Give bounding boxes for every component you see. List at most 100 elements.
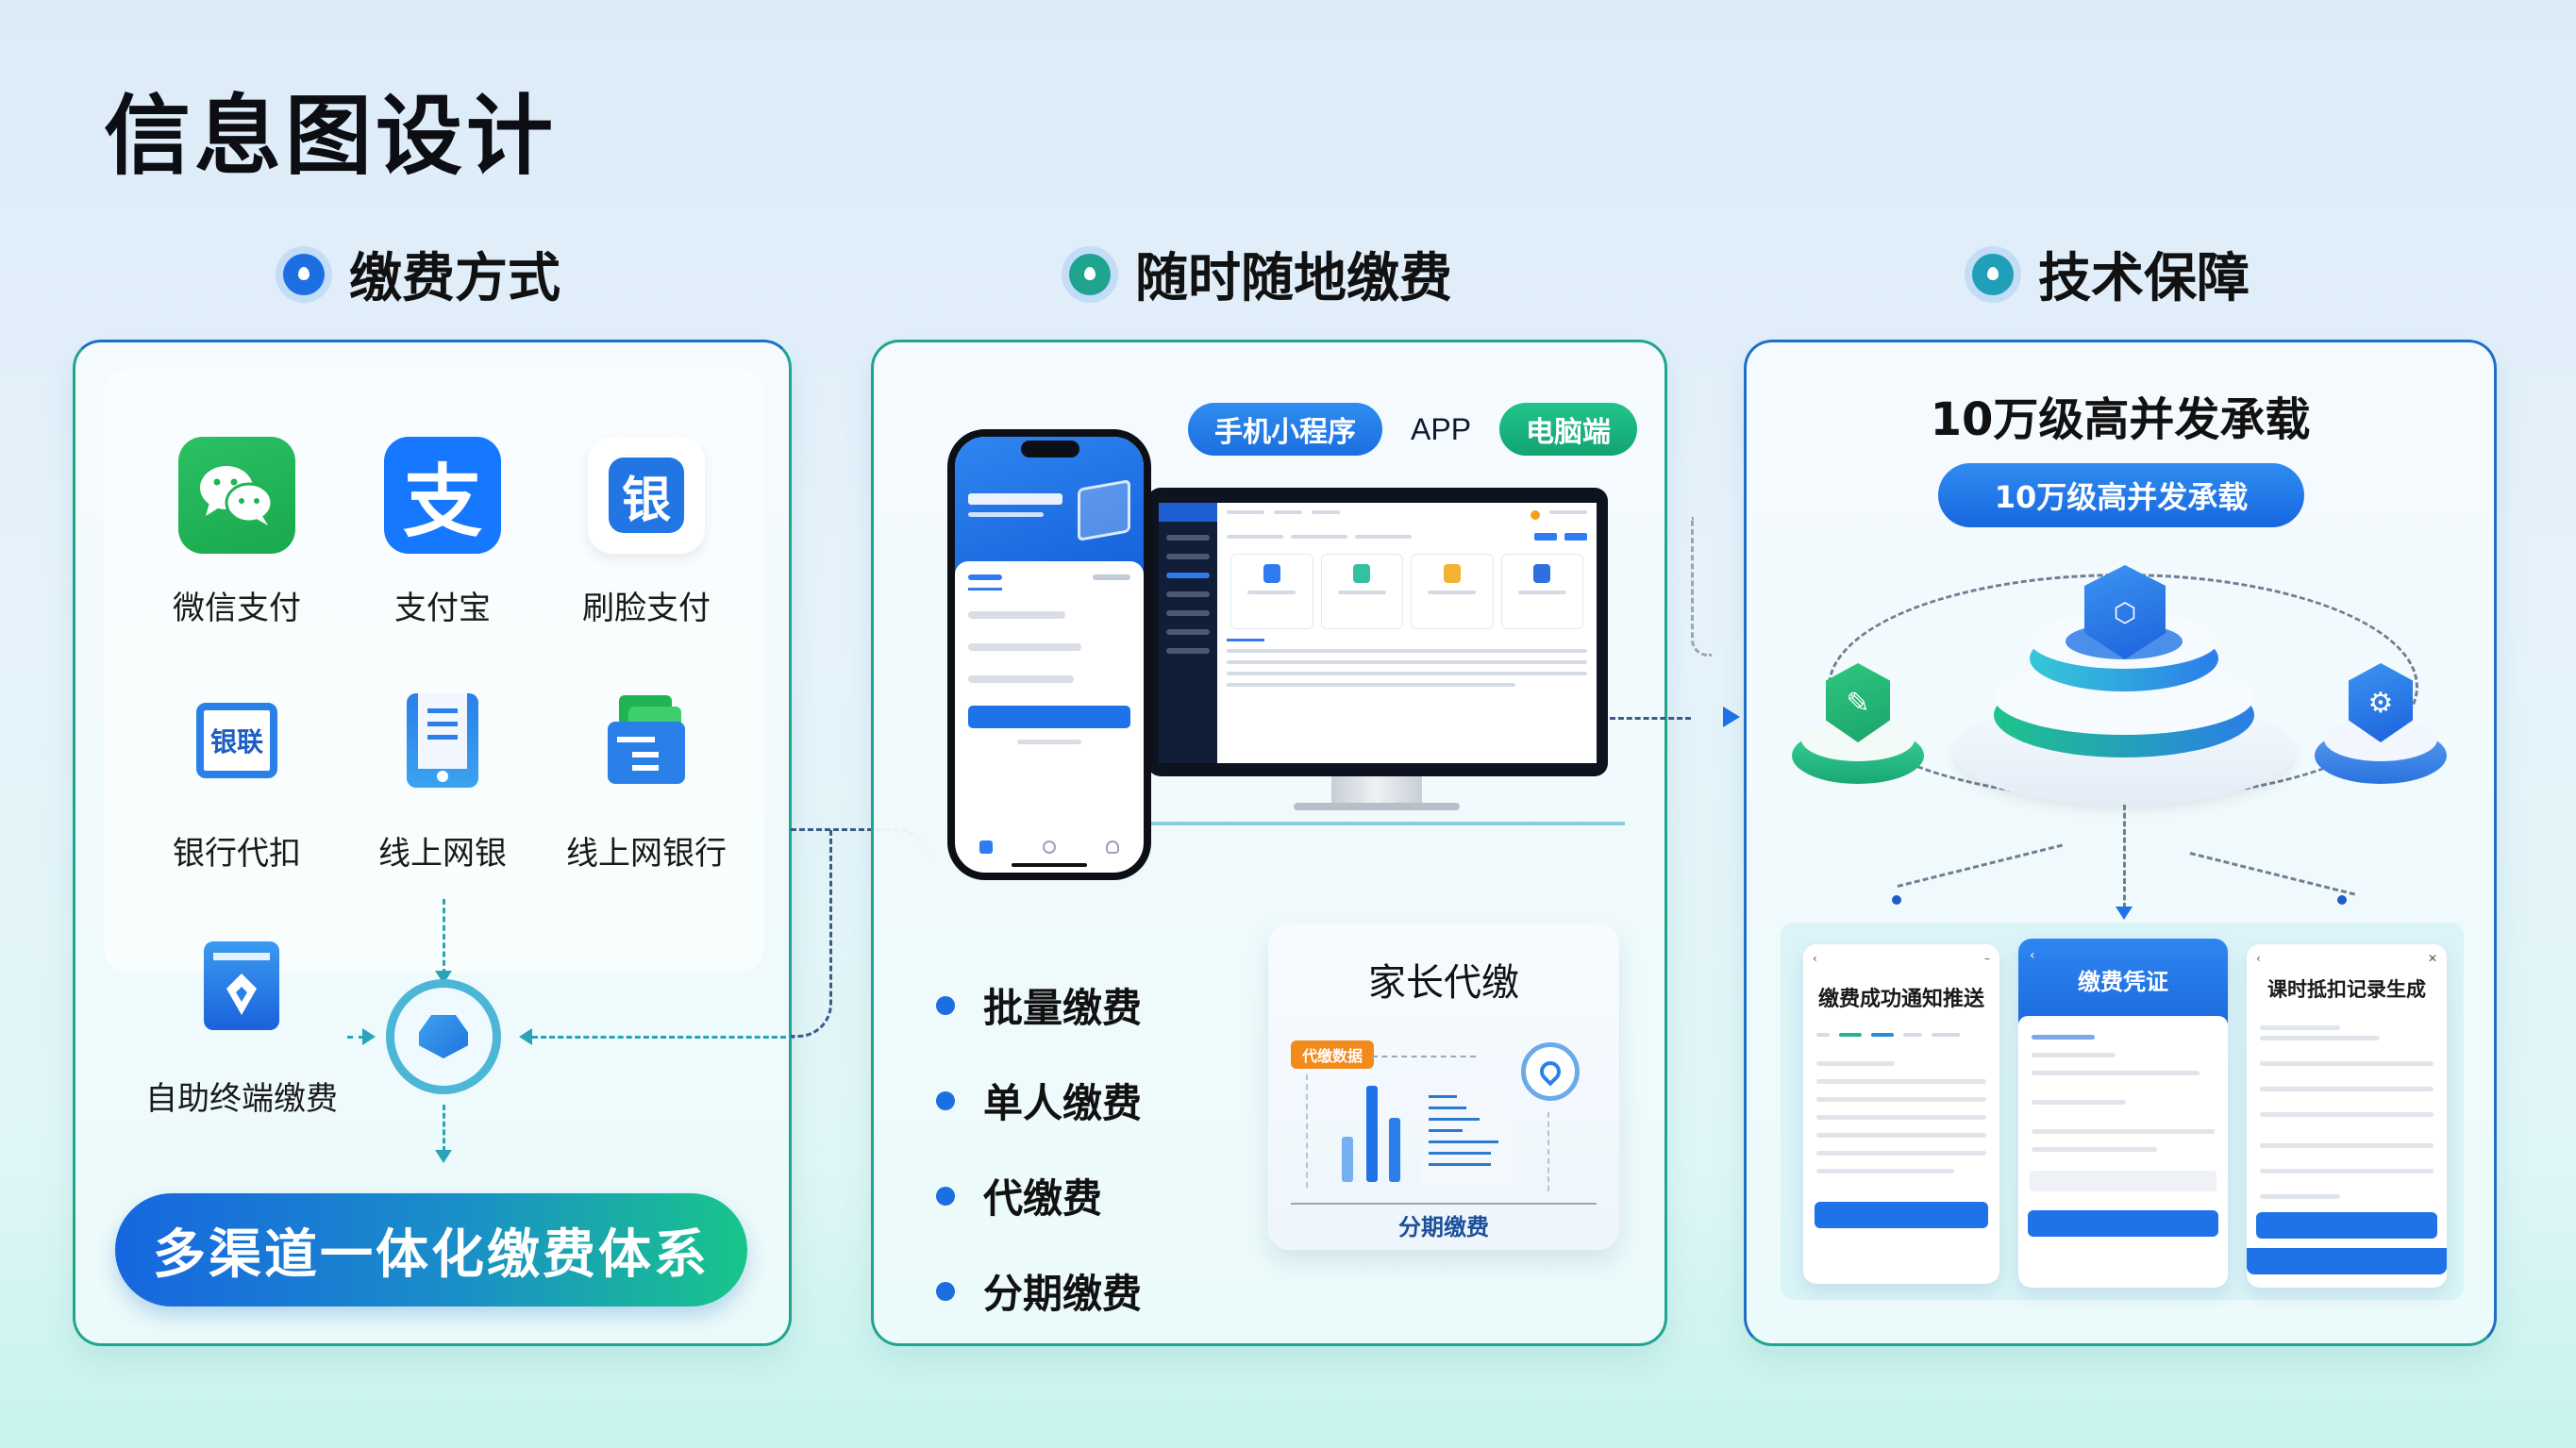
receipt-header: ‹ 缴费凭证 — [2018, 939, 2228, 1024]
arrow-down-icon — [435, 1150, 452, 1163]
list-item: 分期缴费 — [936, 1262, 1142, 1320]
connector-line — [2189, 852, 2356, 896]
bullet-icon — [936, 1090, 955, 1110]
section-heading-text: 缴费方式 — [349, 248, 560, 309]
menu-icon[interactable]: – — [1984, 952, 1990, 965]
home-indicator — [1012, 863, 1087, 867]
payment-method-label: 自助终端缴费 — [145, 1080, 338, 1118]
section-dot-icon — [1069, 253, 1111, 295]
card-payment-notification: ‹ – 缴费成功通知推送 — [1803, 944, 1999, 1284]
connector-line — [532, 1036, 795, 1039]
arrow-right-icon — [1723, 707, 1740, 727]
alipay-icon: 支 — [384, 437, 501, 554]
wallet-icon — [588, 682, 705, 799]
list-item: 批量缴费 — [936, 976, 1142, 1034]
back-icon[interactable]: ‹ — [2030, 948, 2035, 963]
connector-line — [791, 828, 832, 1038]
home-icon[interactable] — [979, 841, 994, 854]
location-pin-icon — [1521, 1042, 1580, 1101]
section-dot-icon — [283, 253, 325, 295]
admin-logo — [1159, 503, 1217, 522]
connector-line — [347, 1036, 364, 1039]
phone-body — [955, 561, 1144, 757]
parent-card-title: 家长代缴 — [1368, 961, 1519, 1005]
card-class-hours-record: ‹ ✕ 课时抵扣记录生成 — [2247, 944, 2447, 1288]
card-secondary-button[interactable] — [2247, 1248, 2447, 1274]
proxy-data-tag: 代缴数据 — [1291, 1040, 1375, 1069]
payment-method-online-bank[interactable]: 线上网银 — [343, 682, 542, 874]
payment-method-label: 微信支付 — [173, 590, 301, 627]
card-action-button[interactable] — [2028, 1210, 2218, 1237]
payment-method-label: 支付宝 — [394, 590, 491, 627]
payment-method-online-banking[interactable]: 线上网银行 — [547, 682, 745, 874]
unified-payment-banner: 多渠道一体化缴费体系 — [115, 1193, 747, 1307]
clock-icon[interactable] — [1042, 841, 1056, 854]
monitor-shadow-line — [1134, 822, 1625, 825]
admin-stat-cards — [1227, 554, 1587, 629]
channel-chips: 手机小程序 APP 电脑端 — [1188, 403, 1638, 456]
back-icon[interactable]: ‹ — [2256, 952, 2261, 965]
arrow-dot-icon — [1892, 895, 1901, 905]
desktop-screen — [1159, 503, 1597, 763]
payment-method-label: 线上网银行 — [566, 835, 727, 873]
phone-illustration — [1078, 479, 1130, 541]
back-icon[interactable]: ‹ — [1813, 952, 1817, 965]
desktop-monitor — [1147, 488, 1608, 776]
arrow-left-icon — [519, 1028, 532, 1045]
card-title: 缴费凭证 — [2078, 969, 2168, 995]
section-dot-icon — [1972, 253, 2014, 295]
mobile-phone — [947, 429, 1151, 880]
parent-payment-card: 家长代缴 代缴数据 分期缴费 — [1268, 924, 1619, 1250]
bank-card-icon: 银联 — [178, 682, 295, 799]
phone-header — [955, 437, 1144, 578]
card-title: 课时抵扣记录生成 — [2267, 978, 2426, 1001]
connector-line — [443, 1105, 445, 1152]
monitor-stand — [1331, 776, 1422, 803]
chip-desktop[interactable]: 电脑端 — [1499, 403, 1638, 456]
admin-sidebar — [1159, 503, 1217, 763]
payment-method-label: 银行代扣 — [173, 835, 301, 873]
bullet-icon — [936, 1281, 955, 1301]
chart-bar — [1342, 1137, 1353, 1182]
card-action-button[interactable] — [2256, 1212, 2437, 1239]
payment-method-face-pay[interactable]: 银 刷脸支付 — [547, 437, 745, 628]
chart-bar — [1389, 1118, 1400, 1182]
connector-line — [1691, 517, 1712, 657]
hub-icon — [386, 979, 501, 1094]
card-title: 缴费成功通知推送 — [1817, 988, 1984, 1011]
connector-line — [2123, 805, 2126, 908]
face-pay-glyph: 银 — [609, 458, 684, 533]
list-item: 单人缴费 — [936, 1072, 1142, 1129]
phone-submit-button[interactable] — [968, 706, 1130, 728]
card-payment-receipt: ‹ 缴费凭证 — [2018, 939, 2228, 1288]
chart-bar — [1366, 1086, 1378, 1182]
section-heading-tech-guarantee: 技术保障 — [1972, 236, 2250, 312]
user-icon[interactable] — [1105, 841, 1119, 854]
section-heading-text: 随时随地缴费 — [1135, 248, 1452, 309]
graduation-cap-icon — [419, 1015, 468, 1058]
chip-app[interactable]: APP — [1411, 411, 1472, 446]
payment-type-list: 批量缴费 单人缴费 代缴费 分期缴费 — [936, 976, 1142, 1320]
payment-method-label: 刷脸支付 — [582, 590, 711, 627]
section-heading-text: 技术保障 — [2038, 248, 2250, 309]
page-title: 信息图设计 — [104, 86, 558, 187]
payment-method-bank-debit[interactable]: 银联 银行代扣 — [138, 682, 336, 874]
payment-method-alipay[interactable]: 支 支付宝 — [343, 437, 542, 628]
mobile-bank-icon — [384, 682, 501, 799]
kiosk-icon — [183, 927, 300, 1044]
section-heading-anytime-payment: 随时随地缴费 — [1069, 236, 1452, 312]
arrow-down-icon — [2116, 907, 2133, 920]
close-icon[interactable]: ✕ — [2427, 952, 2437, 965]
payment-method-wechat[interactable]: 微信支付 — [138, 437, 336, 628]
document-icon — [1419, 1090, 1514, 1184]
panel-payment-methods: 微信支付 支 支付宝 银 刷脸支付 银联 银行代扣 线上网银 线上网银行 自助终… — [73, 340, 795, 1346]
chip-mini-program[interactable]: 手机小程序 — [1188, 403, 1382, 456]
connector-line — [1897, 843, 2064, 888]
connector-line — [443, 899, 445, 974]
monitor-base — [1294, 803, 1460, 810]
payment-method-kiosk[interactable]: 自助终端缴费 — [138, 927, 345, 1119]
wechat-icon — [178, 437, 295, 554]
card-action-button[interactable] — [1815, 1202, 1988, 1228]
section-heading-payment-methods: 缴费方式 — [283, 236, 560, 312]
arrow-right-icon — [362, 1028, 376, 1045]
